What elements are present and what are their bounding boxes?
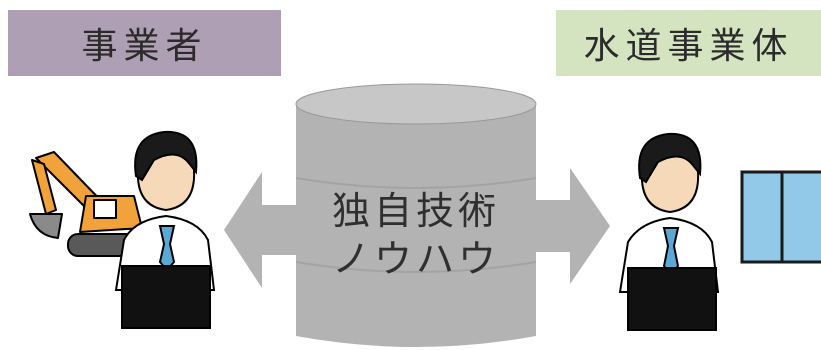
water-utility-text: 水道事業体	[583, 26, 794, 67]
center-text-line1: 独自技術	[331, 189, 500, 233]
person-right-icon	[618, 132, 720, 331]
business-operator-text: 事業者	[81, 26, 208, 67]
arrow-left-icon	[224, 172, 310, 288]
center-text-line2: ノウハウ	[331, 237, 500, 281]
window-icon	[740, 170, 821, 264]
arrow-right-icon	[522, 168, 610, 284]
water-utility-label: 水道事業体	[556, 10, 821, 76]
excavator-icon	[29, 151, 145, 257]
database-icon	[295, 83, 537, 347]
person-left-icon	[114, 130, 216, 329]
business-operator-label: 事業者	[8, 10, 281, 76]
